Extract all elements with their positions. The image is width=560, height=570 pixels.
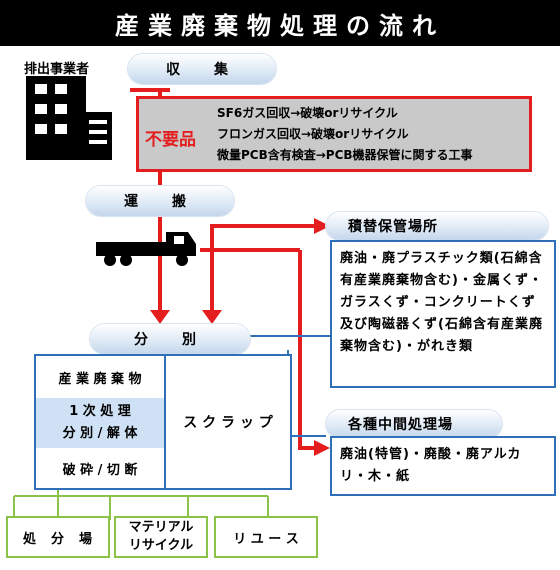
intermediate-box: 廃油(特管)・廃酸・廃アルカリ・木・紙 — [330, 436, 556, 496]
material-recycle-box: マテリアル リサイクル — [114, 516, 208, 558]
unwanted-items-box: 不要品 SF6ガス回収→破壊orリサイクル フロンガス回収→破壊orリサイクル … — [136, 96, 532, 172]
unwanted-badge: 不要品 — [145, 130, 196, 150]
sorting-row-crushing-cutting: 破 砕 / 切 断 — [62, 462, 138, 478]
reuse-box: リ ユ ー ス — [214, 516, 318, 558]
storage-pill: 積替保管場所 — [326, 212, 548, 240]
separation-dismantling-label: 分 別 / 解 体 — [62, 426, 138, 441]
material-label: マテリアル — [128, 520, 194, 535]
sorting-row-industrial-waste: 産 業 廃 棄 物 — [58, 371, 142, 387]
disposal-site-box: 処 分 場 — [6, 516, 110, 558]
truck-icon — [96, 232, 196, 266]
sorting-table: 産 業 廃 棄 物 1 次 処 理 分 別 / 解 体 破 砕 / 切 断 ス … — [34, 354, 292, 490]
unwanted-line: SF6ガス回収→破壊orリサイクル — [217, 106, 398, 120]
unwanted-line: 微量PCB含有検査→PCB機器保管に関する工事 — [217, 148, 473, 162]
primary-processing-label: 1 次 処 理 — [69, 404, 131, 419]
unwanted-list: SF6ガス回収→破壊orリサイクル フロンガス回収→破壊orリサイクル 微量PC… — [217, 103, 473, 166]
transport-pill: 運 搬 — [86, 186, 234, 216]
sorting-row-primary-processing: 1 次 処 理 分 別 / 解 体 — [36, 398, 164, 448]
sorting-pill: 分 別 — [90, 324, 250, 354]
collection-pill: 収 集 — [128, 54, 276, 84]
emitter-label: 排出事業者 — [24, 62, 90, 77]
table-divider — [164, 356, 166, 488]
storage-box: 廃油・廃プラスチック類(石綿含有産業廃棄物含む)・金属くず・ガラスくず・コンクリ… — [330, 240, 556, 388]
building-icon — [26, 76, 112, 160]
sorting-scrap-cell: ス ク ラ ッ プ — [183, 415, 273, 431]
red-flow-arrows — [130, 88, 330, 456]
page-title: 産業廃棄物処理の流れ — [0, 0, 560, 46]
intermediate-pill: 各種中間処理場 — [326, 410, 502, 438]
unwanted-line: フロンガス回収→破壊orリサイクル — [217, 127, 409, 141]
recycle-label: リサイクル — [128, 538, 194, 553]
